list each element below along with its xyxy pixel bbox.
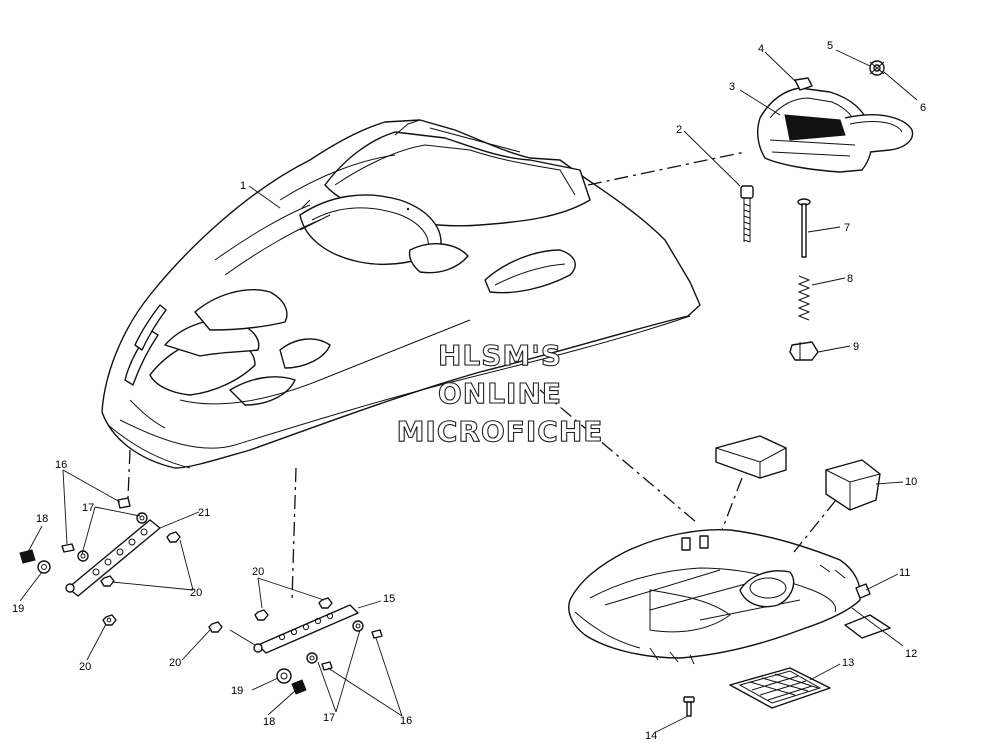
callout-15: 15 — [383, 593, 395, 605]
callout-19-left: 19 — [12, 603, 24, 615]
center-hardware — [208, 597, 383, 695]
pivot-pin — [797, 198, 811, 258]
left-hardware — [19, 497, 181, 626]
callout-18-center: 18 — [263, 716, 275, 728]
hood-part — [101, 119, 701, 469]
belly-pan-part — [568, 528, 862, 665]
adjuster-knob — [789, 341, 819, 361]
callout-14: 14 — [645, 730, 657, 742]
callout-labels: 1 2 3 4 5 6 7 8 9 10 11 12 13 14 15 16 1… — [12, 40, 926, 742]
leader-lines — [19, 49, 918, 733]
callout-2: 2 — [676, 124, 682, 136]
callout-13: 13 — [842, 657, 854, 669]
callout-5: 5 — [827, 40, 833, 52]
callout-6: 6 — [920, 102, 926, 114]
bracket-15 — [257, 604, 359, 654]
watermark: HLSM'S ONLINE MICROFICHE — [396, 338, 604, 448]
callout-20-center: 20 — [169, 657, 181, 669]
callout-16-left: 16 — [55, 459, 67, 471]
callout-11: 11 — [899, 567, 910, 579]
watermark-line-2: ONLINE — [438, 377, 562, 410]
clip-11 — [855, 583, 871, 599]
callout-21: 21 — [198, 507, 210, 519]
callout-18-left: 18 — [36, 513, 48, 525]
callout-16-center: 16 — [400, 715, 412, 727]
callout-7: 7 — [844, 222, 850, 234]
foam-block-10 — [825, 459, 881, 511]
label-12 — [844, 614, 891, 639]
callout-19-center: 19 — [231, 685, 243, 697]
callout-10: 10 — [905, 476, 917, 488]
alignment-lines — [127, 151, 837, 601]
callout-20-right: 20 — [190, 587, 202, 599]
foam-block-upper — [715, 435, 787, 479]
watermark-line-3: MICROFICHE — [397, 415, 604, 448]
callout-20-top: 20 — [252, 566, 264, 578]
callout-17-left: 17 — [82, 502, 94, 514]
spring — [797, 275, 811, 321]
callout-9: 9 — [853, 341, 859, 353]
callout-1: 1 — [240, 180, 246, 192]
callout-4: 4 — [758, 43, 764, 55]
watermark-line-1: HLSM'S — [438, 339, 562, 372]
callout-12: 12 — [905, 648, 917, 660]
screen-13 — [729, 667, 831, 709]
callout-3: 3 — [729, 81, 735, 93]
headlight-assembly — [757, 60, 914, 173]
screw-14 — [683, 696, 695, 717]
callout-17-center: 17 — [323, 712, 335, 724]
callout-8: 8 — [847, 273, 853, 285]
adjuster-screw — [740, 185, 754, 243]
callout-20-bottom: 20 — [79, 661, 91, 673]
